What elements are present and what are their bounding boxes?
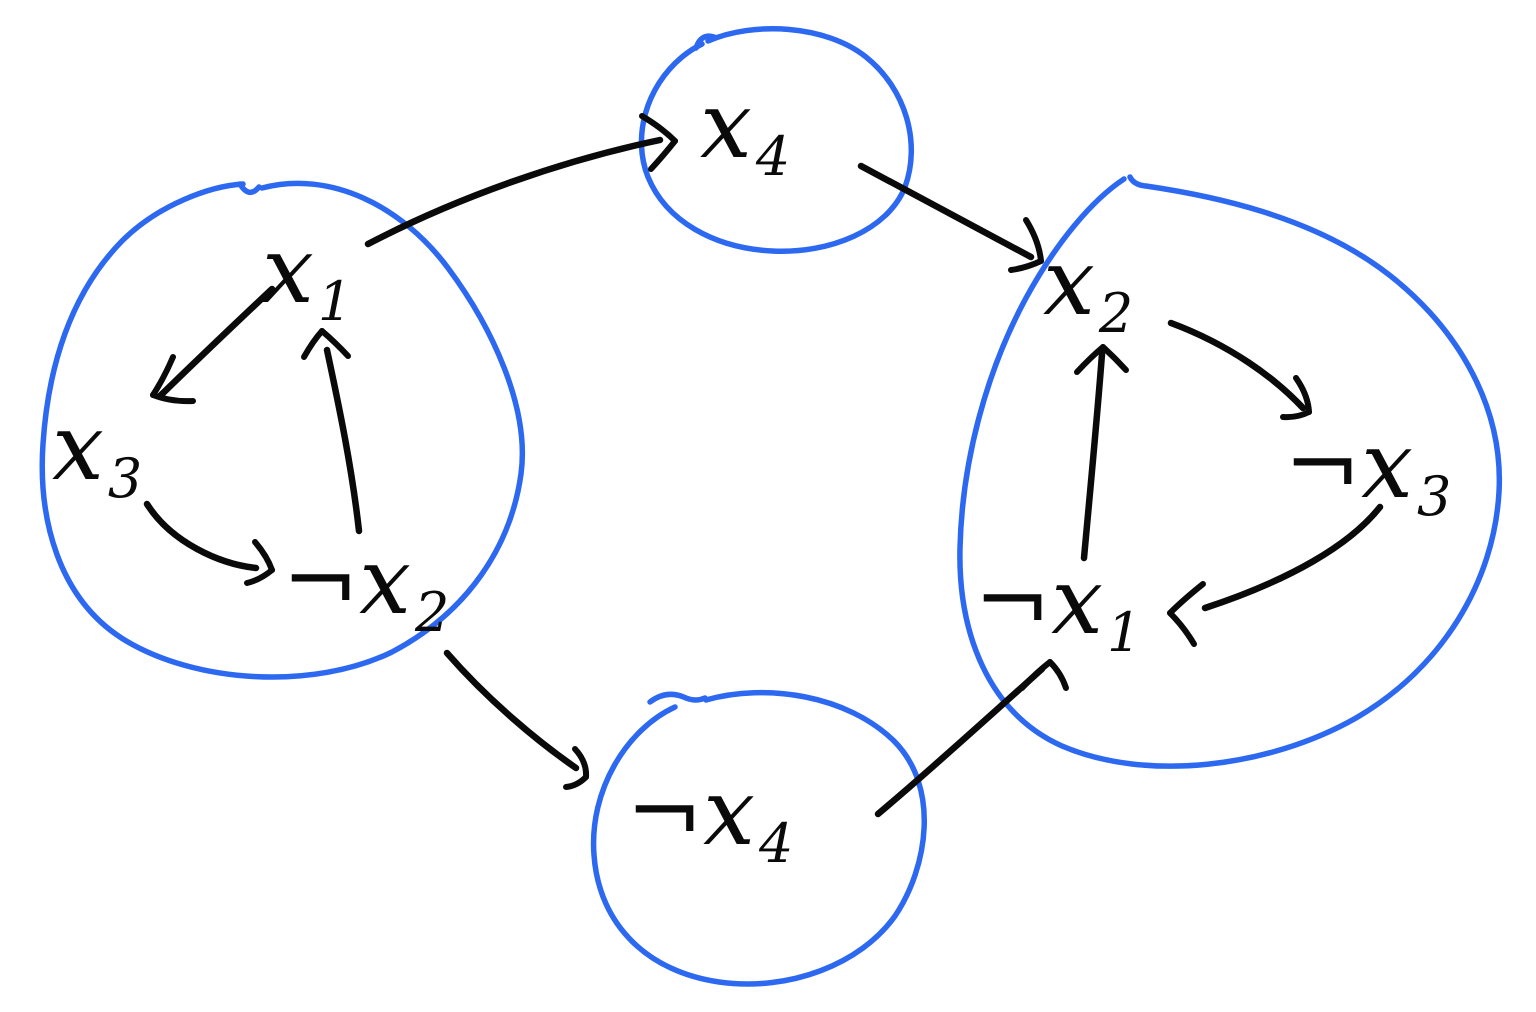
edge-shaft <box>364 136 664 248</box>
node-label-not-x3: ¬x3 <box>1284 412 1451 528</box>
label-base: ¬x <box>1284 412 1413 519</box>
node-label-x4: x4 <box>700 72 790 188</box>
node-label-not-x4: ¬x4 <box>626 759 793 875</box>
arrowhead <box>150 392 196 405</box>
node-label-not-x2: ¬x2 <box>282 528 449 644</box>
label-sub: 4 <box>758 812 793 875</box>
edge-shaft <box>874 665 1046 818</box>
edge-not-x1-to-x2 <box>1074 344 1129 562</box>
label-sub: 3 <box>108 447 142 510</box>
arrowhead <box>1047 659 1069 691</box>
edge-x2-to-not-x3 <box>1167 319 1312 421</box>
label-base: ¬x <box>282 528 411 635</box>
edge-x1-to-x4 <box>364 113 678 248</box>
blob-stroke <box>590 689 928 987</box>
blob-pen-notch <box>647 691 708 705</box>
edge-shaft <box>1167 319 1307 412</box>
label-sub: 3 <box>1417 465 1451 528</box>
edge-shaft <box>1080 350 1106 562</box>
scc-outline-bottom <box>590 689 928 987</box>
edge-not-x2-to-x1 <box>301 328 363 535</box>
blob-stroke <box>39 180 526 680</box>
scc-outline-left <box>39 180 526 680</box>
arrowhead <box>639 113 678 144</box>
label-base: ¬x <box>974 548 1103 655</box>
arrowhead <box>563 774 589 790</box>
arrowhead <box>648 138 678 172</box>
edge-not-x3-to-not-x1 <box>1167 503 1384 647</box>
label-base: x <box>262 217 314 324</box>
arrowhead <box>1167 581 1206 616</box>
scc-outline-top <box>638 26 914 254</box>
label-sub: 2 <box>1098 282 1133 345</box>
arrowhead <box>1023 217 1044 264</box>
arrowhead <box>1280 409 1312 421</box>
arrowhead <box>1100 344 1129 373</box>
edge-shaft <box>143 500 260 572</box>
edge-x3-to-not-x2 <box>143 500 275 586</box>
blob-stroke <box>957 174 1503 769</box>
edge-shaft <box>857 162 1035 261</box>
arrowhead <box>150 354 176 398</box>
edge-shaft <box>1201 503 1384 612</box>
node-label-x3: x3 <box>52 394 142 510</box>
edge-not-x4-to-not-x1 <box>874 659 1069 818</box>
blob-stroke <box>638 26 914 254</box>
label-base: x <box>52 394 104 501</box>
label-sub: 2 <box>414 581 449 644</box>
arrowhead <box>319 328 351 359</box>
edge-x1-to-x3 <box>150 285 276 405</box>
label-sub: 4 <box>755 125 790 188</box>
label-base: x <box>700 72 752 179</box>
node-label-x2: x2 <box>1043 229 1133 345</box>
edge-shaft <box>156 285 276 400</box>
arrowhead <box>244 567 275 586</box>
label-sub: 1 <box>318 270 352 333</box>
label-base: x <box>1043 229 1095 336</box>
arrowhead <box>572 746 590 780</box>
blob-pen-notch <box>237 181 262 195</box>
label-base: ¬x <box>626 759 755 866</box>
edge-x4-to-x2 <box>857 162 1044 273</box>
edge-shaft <box>323 346 363 535</box>
node-label-not-x1: ¬x1 <box>974 548 1141 664</box>
arrowhead <box>301 328 325 360</box>
scc-outline-right <box>957 174 1503 769</box>
node-label-x1: x1 <box>262 217 352 333</box>
arrowhead <box>1008 258 1044 273</box>
label-sub: 1 <box>1107 601 1141 664</box>
edge-shaft <box>443 649 580 772</box>
blob-pen-notch <box>693 33 717 51</box>
edge-not-x2-to-not-x4 <box>443 649 590 790</box>
arrowhead <box>1167 610 1197 647</box>
arrowhead <box>1019 659 1053 691</box>
